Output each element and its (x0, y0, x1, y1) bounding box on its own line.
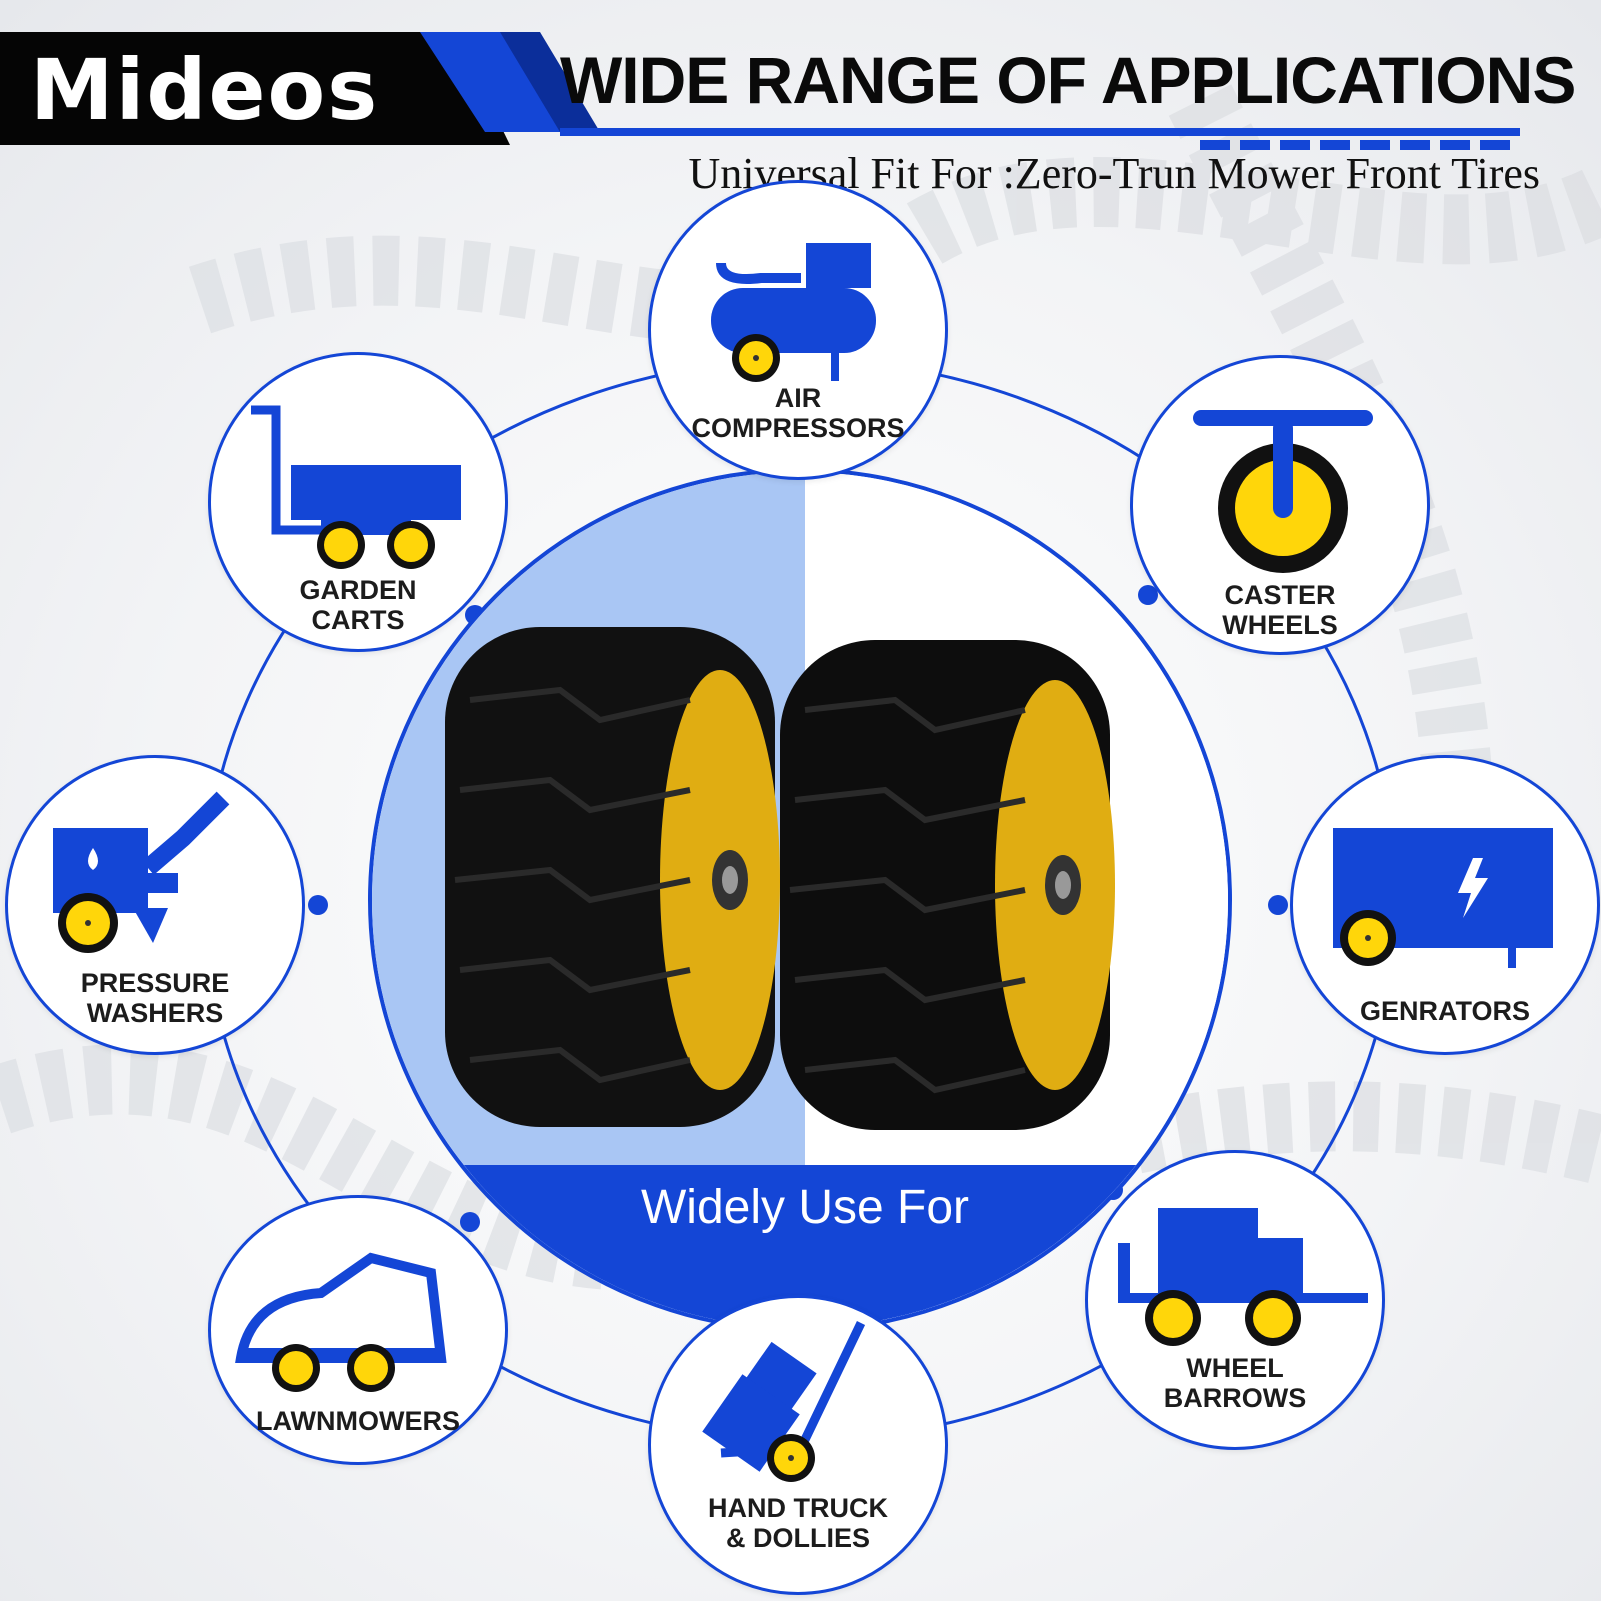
app-label: LAWNMOWERS (256, 1406, 460, 1436)
app-lawnmowers: LAWNMOWERS (208, 1195, 508, 1465)
air-compressor-icon (711, 243, 876, 382)
wheel-barrow-icon (1118, 1208, 1368, 1346)
page-title: WIDE RANGE OF APPLICATIONS (560, 43, 1576, 117)
app-generators: GENRATORS (1290, 755, 1600, 1055)
lawnmower-icon (235, 1252, 447, 1392)
app-hand-truck: HAND TRUCK& DOLLIES (648, 1295, 948, 1595)
hand-truck-icon (702, 1321, 866, 1482)
header-banner (0, 32, 1520, 150)
app-label: GENRATORS (1359, 996, 1530, 1026)
garden-cart-icon (251, 405, 461, 569)
brand-name: Mideos (30, 41, 380, 139)
caster-wheel-icon (1193, 410, 1373, 573)
center-banner-label: Widely Use For (640, 1181, 970, 1234)
tire-left (445, 627, 780, 1127)
tire-right (780, 640, 1115, 1130)
pressure-washer-icon (53, 791, 230, 953)
generator-icon (1333, 828, 1553, 968)
app-label: HAND TRUCK& DOLLIES (708, 1493, 888, 1553)
brand-logo: Mideos (30, 40, 420, 140)
